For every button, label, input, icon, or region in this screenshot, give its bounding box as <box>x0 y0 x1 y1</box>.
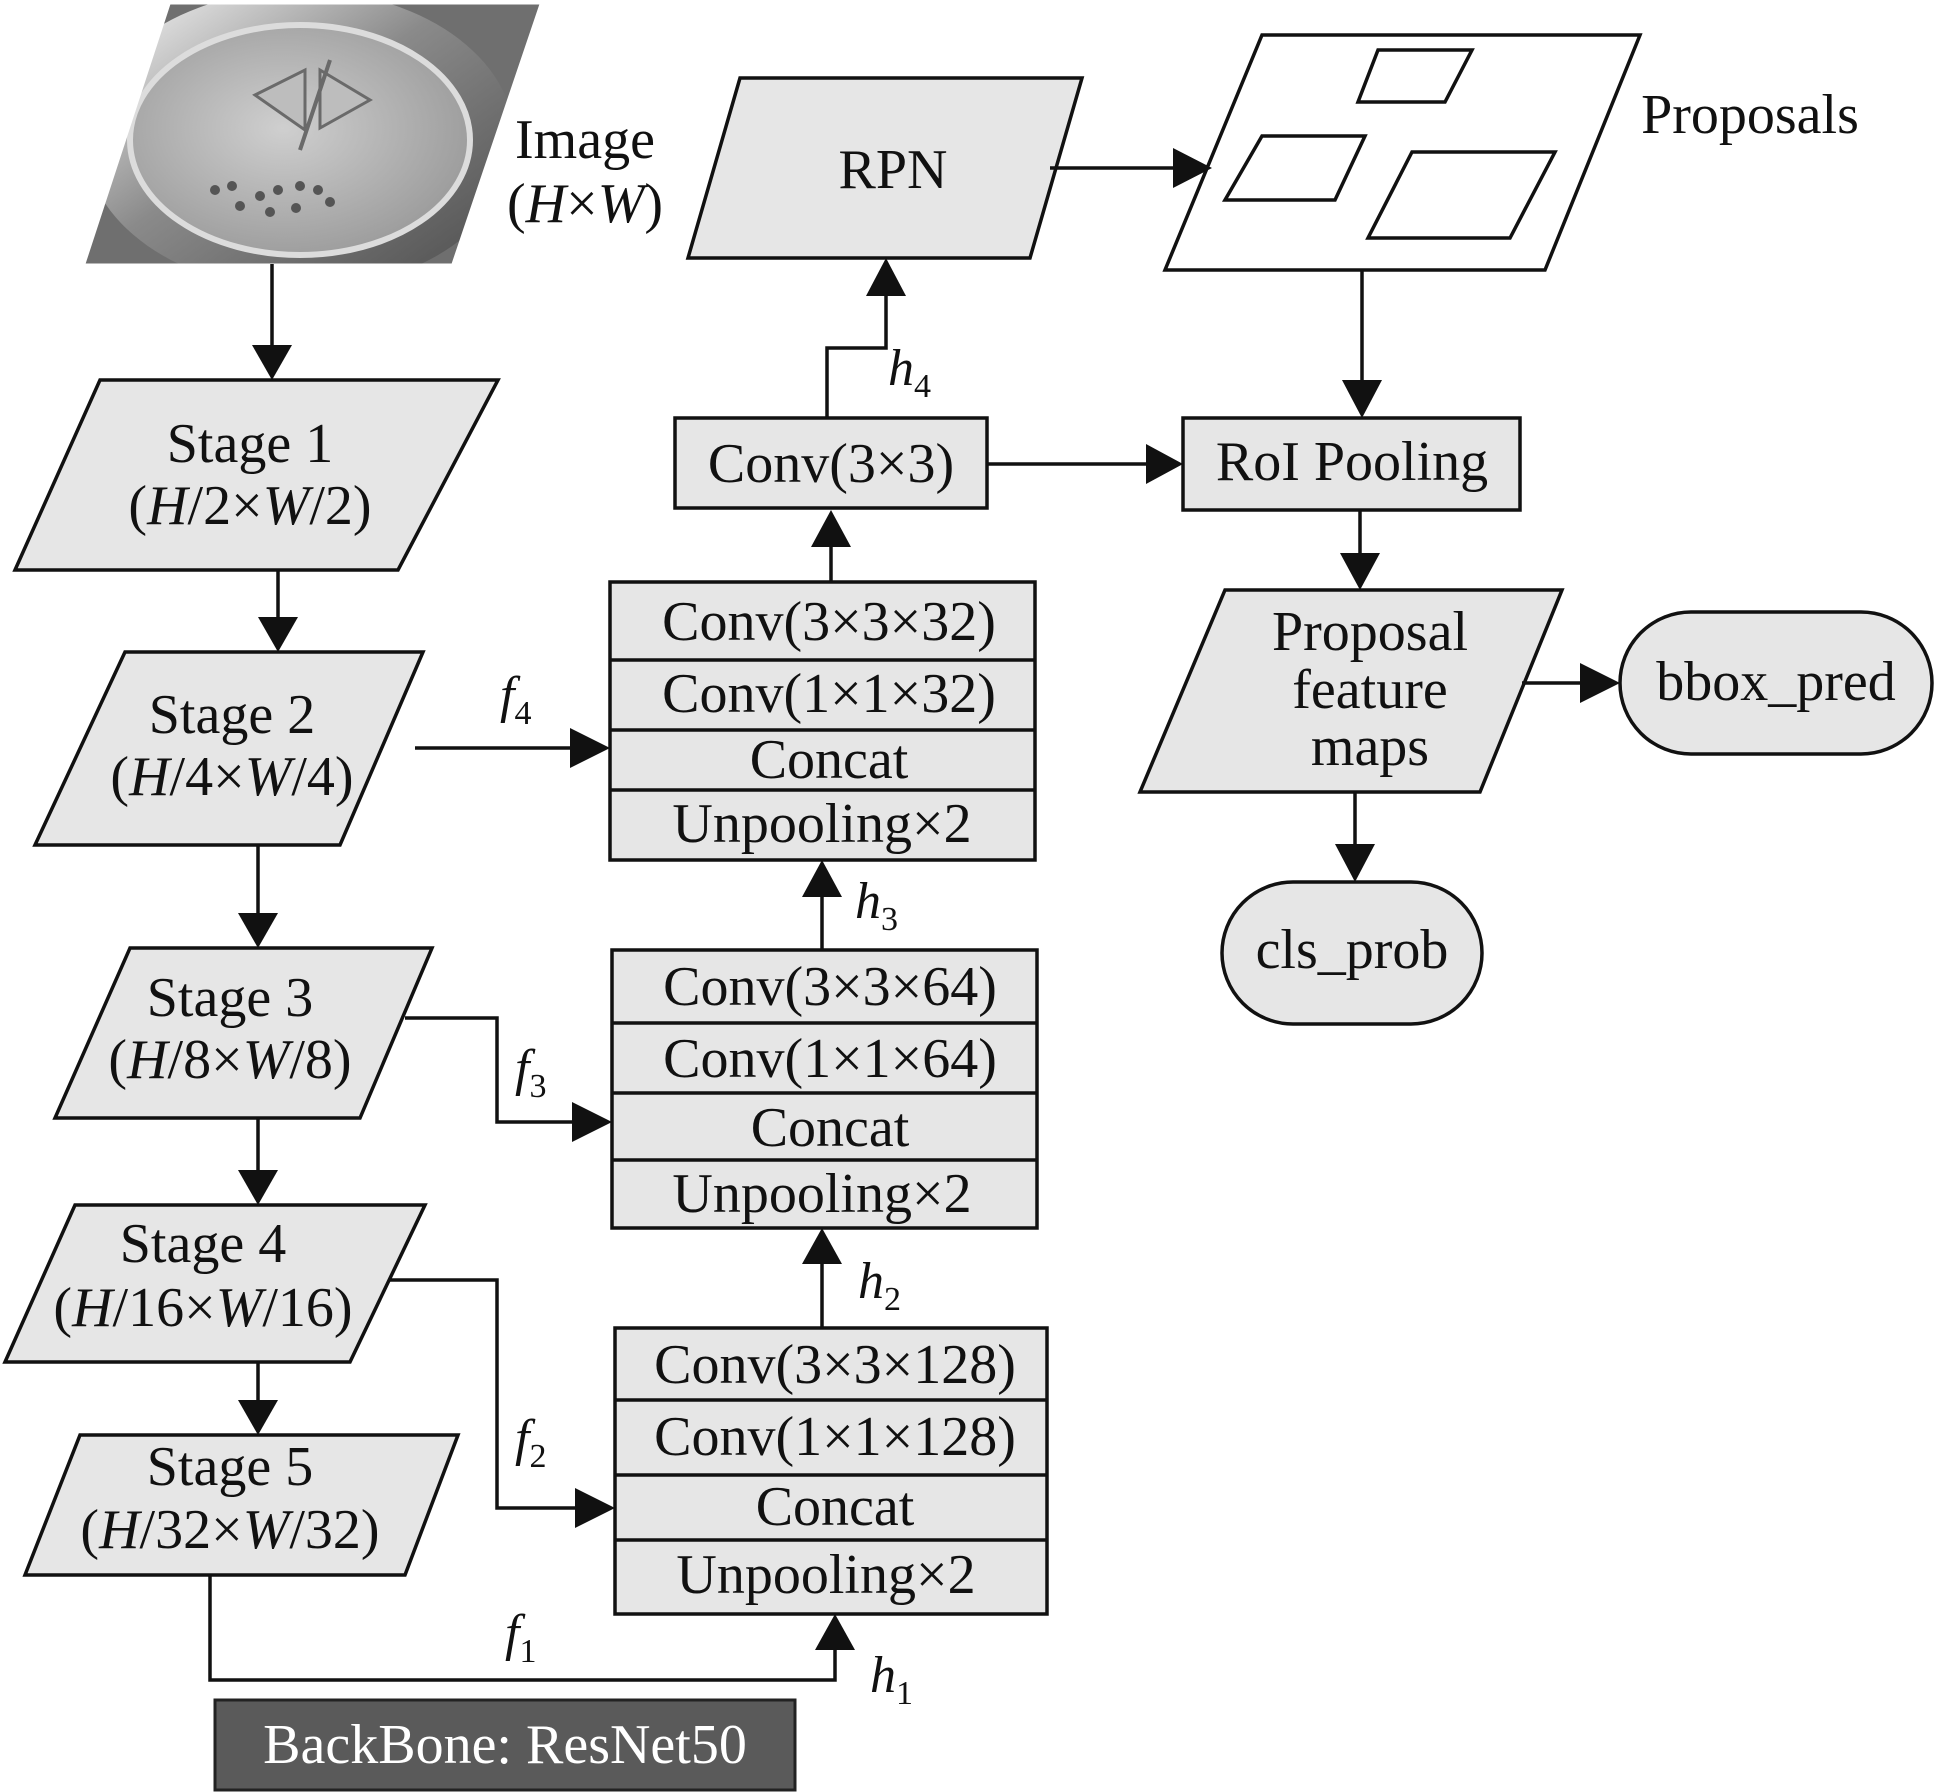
proposals-node <box>1162 33 1643 272</box>
proposal-feature-maps-node: Proposal feature maps <box>1137 588 1565 794</box>
label-h1: h1 <box>870 1647 913 1712</box>
stage-3-node: Stage 3 (H/8×W/8) <box>52 946 435 1120</box>
merge-block-bottom: Conv(3×3×128) Conv(1×1×128) Concat Unpoo… <box>613 1326 1049 1616</box>
stage-4-title: Stage 4 <box>120 1213 286 1275</box>
cls-prob-node: cls_prob <box>1220 880 1484 1026</box>
merge-bottom-row-2: Conv(1×1×128) <box>654 1406 1016 1468</box>
stage-5-title: Stage 5 <box>147 1436 313 1498</box>
label-f3: f3 <box>515 1040 546 1105</box>
stage-3-title: Stage 3 <box>147 967 313 1029</box>
merge-middle-row-1: Conv(3×3×64) <box>663 956 997 1018</box>
edges <box>208 148 1620 1682</box>
rpn-node: RPN <box>685 76 1085 260</box>
conv-final-node: Conv(3×3) <box>673 416 989 510</box>
bbox-pred-label: bbox_pred <box>1656 651 1896 713</box>
merge-top-row-4: Unpooling×2 <box>672 793 971 855</box>
stage-1-title: Stage 1 <box>167 413 333 475</box>
merge-bottom-row-4: Unpooling×2 <box>676 1544 975 1606</box>
stage-5-node: Stage 5 (H/32×W/32) <box>22 1433 461 1577</box>
merge-top-row-1: Conv(3×3×32) <box>662 591 996 653</box>
proposal-feature-maps-line-1: Proposal <box>1272 601 1468 663</box>
merge-top-row-2: Conv(1×1×32) <box>662 663 996 725</box>
proposal-feature-maps-line-2: feature <box>1292 659 1447 721</box>
stage-4-node: Stage 4 (H/16×W/16) <box>2 1203 428 1364</box>
merge-block-middle: Conv(3×3×64) Conv(1×1×64) Concat Unpooli… <box>610 948 1039 1230</box>
conv-final-label: Conv(3×3) <box>708 433 954 495</box>
cls-prob-label: cls_prob <box>1256 919 1449 981</box>
merge-middle-row-4: Unpooling×2 <box>672 1163 971 1225</box>
image-title: Image <box>515 109 655 171</box>
label-f2: f2 <box>515 1410 546 1475</box>
label-h2: h2 <box>858 1253 901 1318</box>
backbone-label-box: BackBone: ResNet50 <box>213 1698 797 1792</box>
rpn-label: RPN <box>839 139 948 201</box>
stage-4-size: (H/16×W/16) <box>53 1277 352 1339</box>
roi-pooling-node: RoI Pooling <box>1181 416 1522 512</box>
roi-pooling-label: RoI Pooling <box>1216 431 1488 493</box>
merge-block-top: Conv(3×3×32) Conv(1×1×32) Concat Unpooli… <box>608 580 1037 862</box>
proposals-label: Proposals <box>1641 84 1859 146</box>
label-h4: h4 <box>888 340 931 405</box>
stage-2-title: Stage 2 <box>149 684 315 746</box>
merge-middle-row-2: Conv(1×1×64) <box>663 1028 997 1090</box>
stage-5-size: (H/32×W/32) <box>80 1499 379 1561</box>
stage-3-size: (H/8×W/8) <box>108 1029 351 1091</box>
merge-top-row-3: Concat <box>750 729 909 791</box>
stage-1-size: (H/2×W/2) <box>128 475 371 537</box>
proposal-feature-maps-line-3: maps <box>1311 716 1429 778</box>
label-f4: f4 <box>500 667 531 732</box>
merge-bottom-row-3: Concat <box>756 1476 915 1538</box>
stage-1-node: Stage 1 (H/2×W/2) <box>12 378 501 572</box>
merge-middle-row-3: Concat <box>751 1097 910 1159</box>
stage-2-node: Stage 2 (H/4×W/4) <box>32 650 426 847</box>
label-f1: f1 <box>505 1605 536 1670</box>
stage-2-size: (H/4×W/4) <box>110 746 353 808</box>
backbone-label: BackBone: ResNet50 <box>263 1714 747 1776</box>
merge-bottom-row-1: Conv(3×3×128) <box>654 1334 1016 1396</box>
input-image-photo <box>84 3 541 265</box>
label-h3: h3 <box>855 873 898 938</box>
bbox-pred-node: bbox_pred <box>1618 610 1934 756</box>
image-size: (H×W) <box>507 173 663 235</box>
